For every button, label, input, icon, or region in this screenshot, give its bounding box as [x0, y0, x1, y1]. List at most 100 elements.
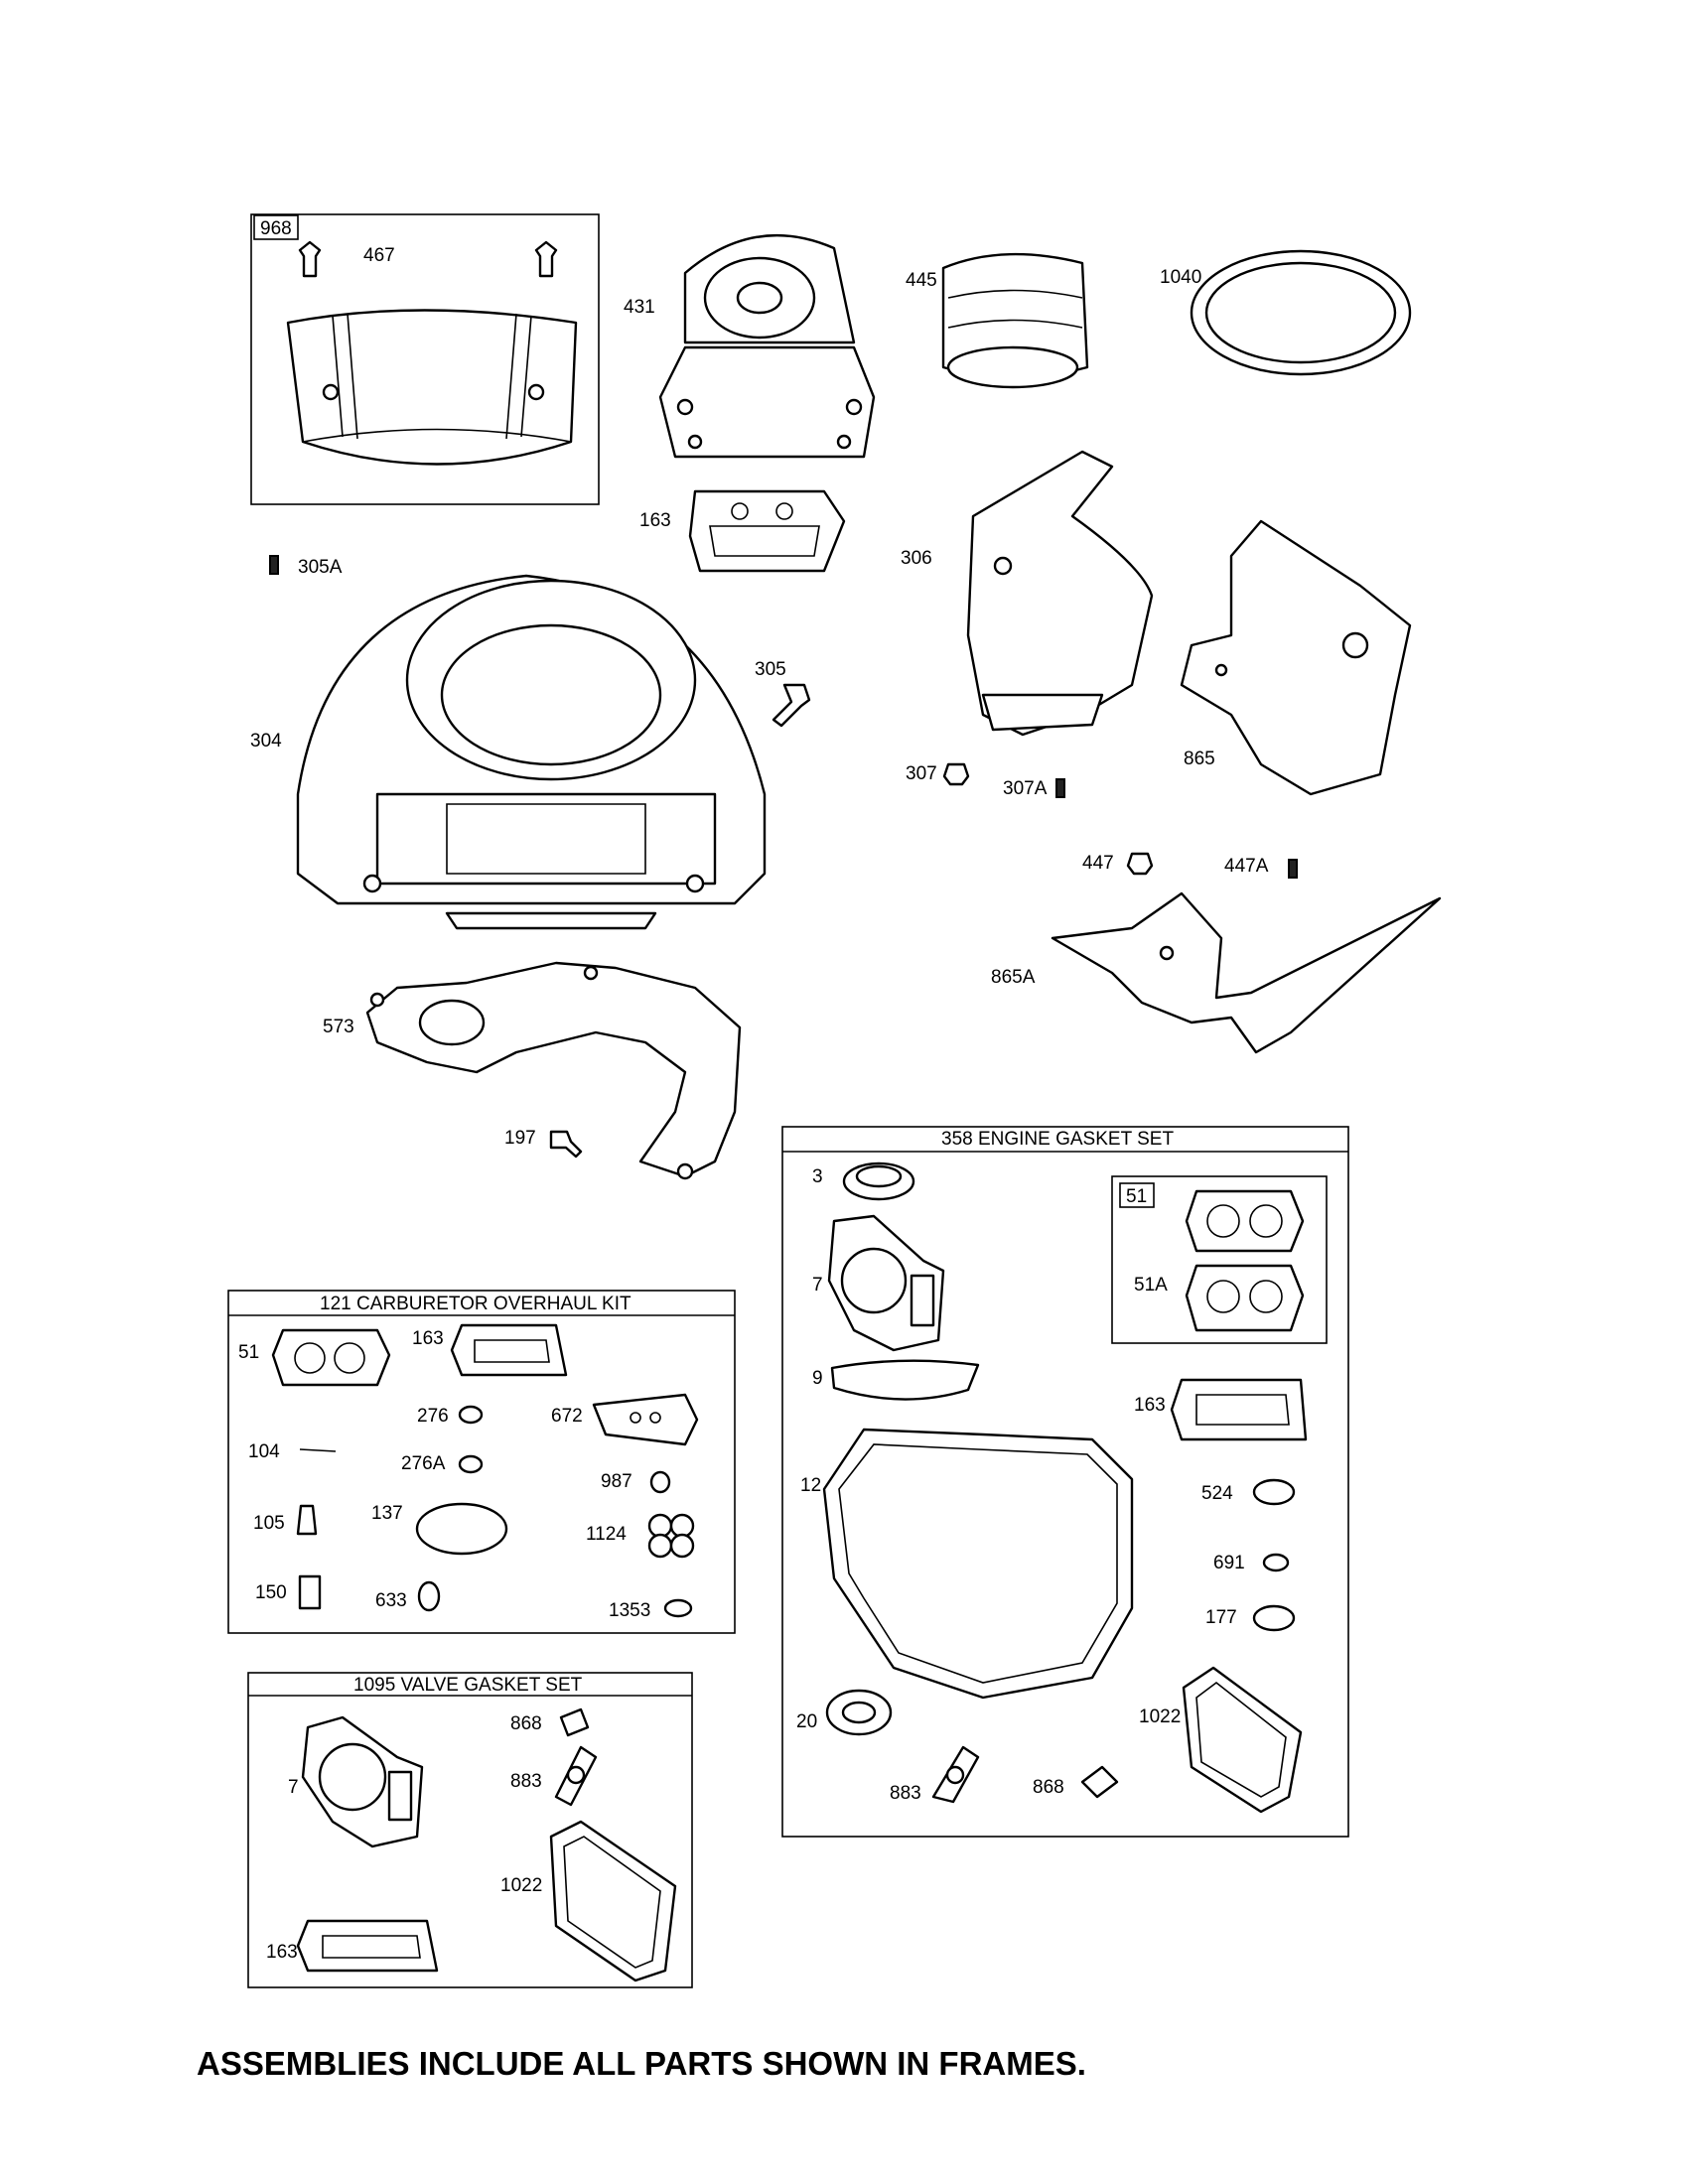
plug-868[interactable]	[1080, 1765, 1119, 1799]
washer-987[interactable]	[649, 1470, 671, 1494]
callout-9: 9	[812, 1368, 823, 1389]
callout-524: 524	[1201, 1483, 1233, 1504]
callout-1022: 1022	[1139, 1706, 1181, 1727]
gasket-883[interactable]	[931, 1745, 980, 1804]
air-filter-445[interactable]	[941, 252, 1089, 389]
engine-gasket-set-title: 358 ENGINE GASKET SET	[941, 1129, 1174, 1150]
gasket-163-valve[interactable]	[296, 1919, 439, 1973]
gasket-163-carb[interactable]	[450, 1323, 568, 1377]
blower-housing-304[interactable]	[296, 574, 767, 930]
callout-150: 150	[255, 1582, 287, 1603]
plate-150[interactable]	[298, 1574, 322, 1610]
callout-163: 163	[1134, 1395, 1166, 1416]
callout-137: 137	[371, 1503, 403, 1524]
callout-883: 883	[890, 1783, 921, 1804]
knob-467-left[interactable]	[298, 240, 322, 278]
o-ring-276A[interactable]	[458, 1454, 484, 1474]
callout-276A: 276A	[401, 1453, 446, 1474]
valve-gasket-set-title: 1095 VALVE GASKET SET	[353, 1675, 583, 1696]
seal-691[interactable]	[1262, 1553, 1290, 1572]
frame-1095-valve-gasket-set: 1095 VALVE GASKET SET 868 7 883 1022 163	[247, 1672, 693, 1988]
gasket-1022-valve[interactable]	[549, 1820, 677, 1982]
bracket-865A[interactable]	[1051, 891, 1442, 1054]
callout-276: 276	[417, 1406, 449, 1427]
plug-868-valve[interactable]	[559, 1707, 590, 1737]
screw-447A[interactable]	[1288, 859, 1298, 879]
frame-121-carburetor-kit: 121 CARBURETOR OVERHAUL KIT 51 163 276 6…	[227, 1290, 736, 1634]
gasket-51[interactable]	[1185, 1189, 1305, 1253]
air-cleaner-cover[interactable]	[286, 309, 578, 466]
screw-307A[interactable]	[1055, 778, 1065, 798]
callout-305: 305	[755, 659, 786, 680]
callout-51A: 51A	[1134, 1275, 1168, 1296]
screw-447[interactable]	[1126, 852, 1154, 876]
gasket-51A[interactable]	[1185, 1264, 1305, 1332]
callout-1022-valve: 1022	[500, 1875, 542, 1896]
head-gasket-7-valve[interactable]	[301, 1715, 424, 1848]
callout-1124: 1124	[586, 1524, 627, 1545]
callout-7: 7	[812, 1275, 823, 1296]
callout-163-top: 163	[639, 510, 671, 531]
callout-865: 865	[1184, 749, 1215, 769]
callout-307A: 307A	[1003, 778, 1048, 799]
head-gasket-7[interactable]	[827, 1214, 945, 1352]
callout-304: 304	[250, 731, 282, 751]
seal-633[interactable]	[417, 1580, 441, 1612]
gasket-672[interactable]	[592, 1393, 699, 1446]
o-ring-137[interactable]	[415, 1502, 508, 1556]
screw-197[interactable]	[549, 1130, 583, 1159]
gasket-163[interactable]	[1170, 1378, 1308, 1441]
gasket-883-valve[interactable]	[554, 1745, 598, 1807]
o-ring-1353[interactable]	[663, 1598, 693, 1618]
frame-968: 968 467	[250, 213, 600, 505]
seal-3[interactable]	[842, 1161, 915, 1201]
needle-105[interactable]	[296, 1504, 318, 1536]
ring-1040[interactable]	[1190, 249, 1412, 376]
screw-305[interactable]	[772, 683, 811, 728]
callout-865A: 865A	[991, 967, 1036, 988]
callout-447A: 447A	[1224, 856, 1269, 877]
knob-467-right[interactable]	[534, 240, 558, 278]
callout-51-carb: 51	[238, 1342, 259, 1363]
callout-307: 307	[906, 763, 937, 784]
o-ring-177[interactable]	[1252, 1604, 1296, 1632]
pin-104[interactable]	[299, 1448, 337, 1452]
callout-573: 573	[323, 1017, 354, 1037]
gasket-1022[interactable]	[1182, 1666, 1303, 1814]
callout-1040: 1040	[1160, 267, 1201, 288]
gasket-51-carb[interactable]	[271, 1328, 391, 1387]
screw-305A[interactable]	[269, 555, 279, 575]
air-cleaner-base-431[interactable]	[658, 233, 876, 459]
gasket-9[interactable]	[830, 1359, 980, 1401]
callout-467: 467	[363, 245, 395, 266]
callout-868-valve: 868	[510, 1713, 542, 1734]
callout-987: 987	[601, 1471, 632, 1492]
screw-307[interactable]	[942, 762, 970, 786]
callout-672: 672	[551, 1406, 583, 1427]
callout-105: 105	[253, 1513, 285, 1534]
shroud-865[interactable]	[1180, 519, 1412, 796]
callout-7-valve: 7	[288, 1777, 299, 1798]
gasket-163-top[interactable]	[688, 489, 846, 573]
callout-163-valve: 163	[266, 1942, 298, 1963]
callout-20: 20	[796, 1711, 817, 1732]
callout-447: 447	[1082, 853, 1114, 874]
callout-305A: 305A	[298, 557, 343, 578]
carburetor-kit-title: 121 CARBURETOR OVERHAUL KIT	[320, 1294, 632, 1314]
callout-12: 12	[800, 1475, 821, 1496]
baffle-573[interactable]	[365, 961, 742, 1180]
callout-968: 968	[260, 218, 292, 239]
shroud-306[interactable]	[966, 450, 1154, 737]
callout-1353: 1353	[609, 1600, 650, 1621]
seal-20[interactable]	[825, 1689, 893, 1736]
frame-358-engine-gasket-set: 358 ENGINE GASKET SET 3 7 9 12 20 883	[781, 1126, 1349, 1838]
gasket-1124[interactable]	[647, 1513, 695, 1559]
o-ring-524[interactable]	[1252, 1478, 1296, 1506]
crankcase-gasket-12[interactable]	[822, 1428, 1134, 1700]
callout-431: 431	[624, 297, 655, 318]
callout-177: 177	[1205, 1607, 1237, 1628]
o-ring-276[interactable]	[458, 1405, 484, 1425]
callout-163-carb: 163	[412, 1328, 444, 1349]
callout-197: 197	[504, 1128, 536, 1149]
